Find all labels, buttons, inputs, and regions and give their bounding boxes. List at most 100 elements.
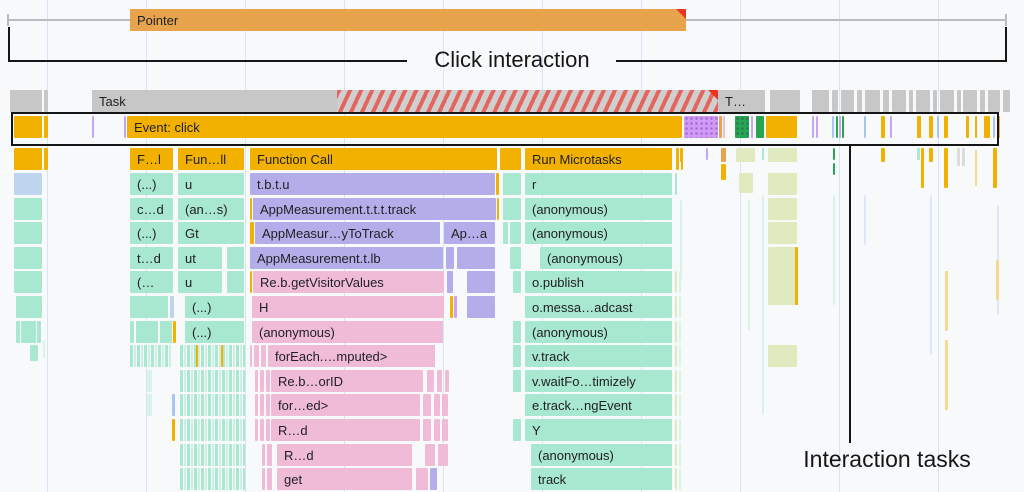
flame-sliver[interactable]	[892, 90, 906, 112]
flame-sliver[interactable]	[675, 321, 677, 343]
flame-sliver[interactable]	[255, 394, 258, 416]
flame-sliver[interactable]	[1003, 90, 1010, 112]
flame-sliver[interactable]	[721, 148, 726, 162]
flame-sliver[interactable]	[679, 296, 681, 318]
bar-track[interactable]: track	[531, 468, 672, 490]
bar-get[interactable]: get	[277, 468, 412, 490]
flame-sliver[interactable]	[503, 222, 508, 244]
flame-sliver[interactable]	[266, 419, 270, 441]
flame-sliver[interactable]	[768, 148, 797, 162]
flame-sliver[interactable]	[675, 345, 677, 367]
bar-r-d[interactable]: R…d	[277, 444, 412, 466]
flame-sliver[interactable]	[996, 260, 999, 300]
flame-sliver[interactable]	[267, 444, 272, 466]
flame-sliver[interactable]	[680, 148, 683, 162]
flame-sliver[interactable]	[675, 296, 677, 318]
flame-sliver[interactable]	[44, 148, 48, 170]
flame-sliver[interactable]	[988, 90, 1000, 112]
flame-sliver[interactable]	[434, 419, 440, 441]
flame-sliver[interactable]	[445, 370, 449, 392]
flame-sliver[interactable]	[945, 271, 948, 331]
flame-sliver[interactable]	[957, 90, 961, 112]
flame-sliver[interactable]	[930, 195, 932, 355]
flame-sliver[interactable]	[14, 271, 42, 293]
bar-anonymous[interactable]: (anonymous)	[252, 321, 443, 343]
flame-sliver[interactable]	[92, 116, 94, 138]
bar-anonymous[interactable]: (anonymous)	[525, 198, 672, 220]
flame-sliver[interactable]	[44, 90, 48, 112]
bar-ut[interactable]: ut	[178, 247, 222, 269]
flame-sliver[interactable]	[510, 247, 521, 269]
flame-sliver[interactable]	[993, 116, 995, 138]
flame-sliver[interactable]	[865, 90, 880, 112]
flame-sliver[interactable]	[260, 370, 264, 392]
flame-sliver[interactable]	[173, 321, 176, 343]
flame-sliver[interactable]	[14, 247, 42, 269]
flame-sliver[interactable]	[864, 195, 866, 245]
flame-sliver[interactable]	[14, 148, 42, 170]
flame-sliver[interactable]	[43, 340, 45, 358]
bar-u[interactable]: u	[178, 271, 222, 293]
bar-h[interactable]: H	[252, 296, 444, 318]
flame-sliver[interactable]	[679, 394, 681, 416]
flame-sliver[interactable]	[267, 468, 272, 490]
flame-sliver[interactable]	[500, 148, 521, 170]
flame-sliver[interactable]	[816, 116, 818, 138]
bar-u[interactable]: u	[178, 173, 244, 195]
flame-sliver[interactable]	[768, 198, 797, 220]
flame-sliver[interactable]	[221, 345, 223, 367]
flame-sliver[interactable]	[762, 148, 764, 160]
flame-sliver[interactable]	[881, 116, 885, 138]
flame-sliver[interactable]	[160, 321, 172, 343]
bar-ap-a[interactable]: Ap…a	[444, 222, 495, 244]
flame-sliver[interactable]	[768, 173, 797, 195]
flame-sliver[interactable]	[442, 419, 448, 441]
flame-sliver[interactable]	[766, 116, 797, 138]
flame-sliver[interactable]	[437, 370, 442, 392]
flame-sliver[interactable]	[14, 173, 42, 195]
flame-sliver[interactable]	[921, 148, 924, 188]
flame-sliver[interactable]	[916, 90, 930, 112]
flame-sliver[interactable]	[839, 116, 841, 138]
bar-event-click[interactable]: Event: click	[127, 116, 682, 138]
flame-sliver[interactable]	[675, 444, 677, 466]
flame-sliver[interactable]	[751, 116, 753, 138]
flame-sliver[interactable]	[16, 321, 20, 343]
flame-sliver[interactable]	[857, 90, 862, 112]
bar-gt[interactable]: Gt	[178, 222, 244, 244]
flame-sliver[interactable]	[14, 222, 42, 244]
flame-sliver[interactable]	[44, 116, 48, 138]
flame-sliver[interactable]	[10, 90, 42, 112]
flame-sliver[interactable]	[130, 321, 134, 343]
flame-sliver[interactable]	[497, 198, 499, 220]
flame-sliver[interactable]	[454, 296, 457, 318]
bar-task[interactable]: Task	[92, 90, 337, 112]
flame-sliver[interactable]	[770, 90, 800, 112]
flame-sliver[interactable]	[833, 163, 835, 175]
flame-sliver[interactable]	[250, 222, 254, 244]
flame-sliver[interactable]	[136, 321, 158, 343]
flame-sliver[interactable]	[679, 345, 681, 367]
flame-sliver[interactable]	[929, 148, 933, 162]
bar-v-track[interactable]: v.track	[525, 345, 672, 367]
bar-r[interactable]: r	[525, 173, 672, 195]
flame-sliver[interactable]	[735, 116, 749, 138]
flame-sliver[interactable]	[881, 148, 885, 162]
flame-sliver[interactable]	[719, 116, 722, 138]
flame-sliver[interactable]	[250, 345, 252, 367]
flame-sliver[interactable]	[706, 148, 708, 160]
flame-sliver[interactable]	[929, 116, 933, 138]
flame-sliver[interactable]	[250, 271, 252, 293]
flame-sliver[interactable]	[416, 468, 428, 490]
flame-sliver[interactable]	[467, 271, 495, 293]
flame-sliver[interactable]	[147, 370, 152, 392]
flame-sliver[interactable]	[917, 116, 921, 138]
flame-sliver[interactable]	[513, 370, 521, 392]
bar-for-ed[interactable]: for…ed>	[271, 394, 420, 416]
flame-sliver[interactable]	[833, 148, 835, 160]
flame-sliver[interactable]	[768, 345, 797, 367]
flame-sliver[interactable]	[37, 321, 41, 343]
flame-sliver[interactable]	[723, 116, 725, 138]
flame-sliver[interactable]	[438, 444, 448, 466]
flame-sliver[interactable]	[984, 116, 990, 138]
